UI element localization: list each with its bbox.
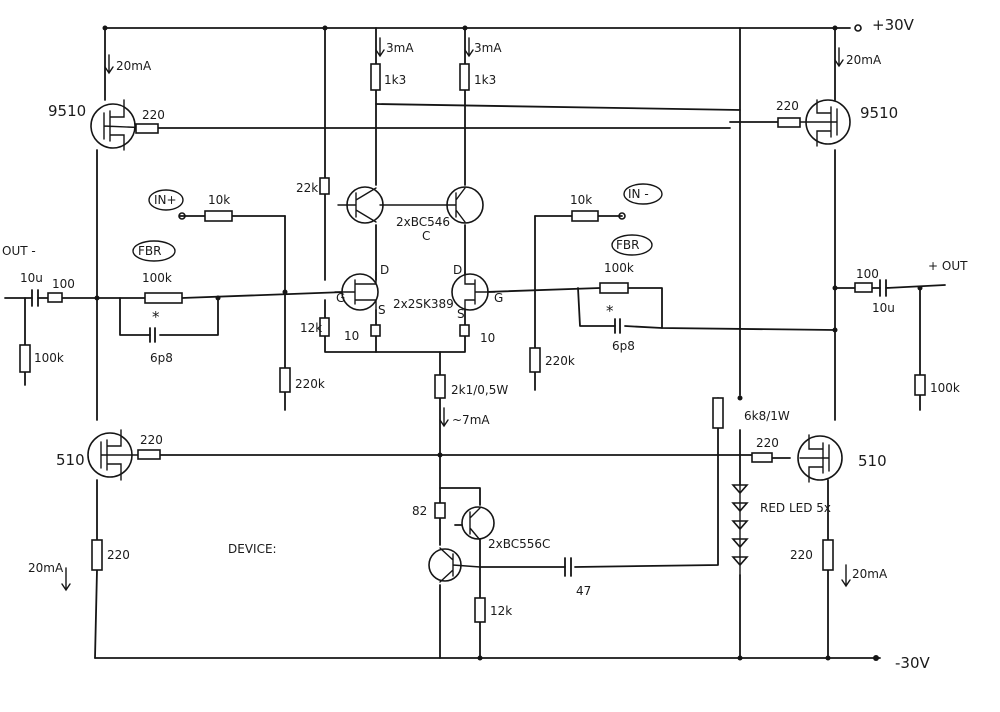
- capacitors: [31, 279, 887, 577]
- r-220k-left-label: 220k: [295, 377, 325, 391]
- r-12k-jfet-label: 12k: [300, 321, 322, 335]
- jfet-left-s: S: [378, 303, 386, 317]
- c-10u-l-label: 10u: [20, 271, 43, 285]
- mosfet-bottom-left: [87, 429, 141, 481]
- fbr-left-label: FBR: [138, 244, 161, 258]
- rail-neg-label: -30V: [895, 654, 930, 672]
- r-220k-right-label: 220k: [545, 354, 575, 368]
- r-220-src-r-label: 220: [790, 548, 813, 562]
- r-10-left-label: 10: [344, 329, 359, 343]
- text-labels: +30V -30V OUT - + OUT IN+ IN - FBR FBR D…: [2, 16, 968, 672]
- i-3ma-right-label: 3mA: [474, 41, 502, 55]
- r-220-gate-bl-label: 220: [140, 433, 163, 447]
- r-2k1-label: 2k1/0,5W: [451, 383, 508, 397]
- in-neg-label: IN -: [628, 187, 649, 201]
- c-10u-r-label: 10u: [872, 301, 895, 315]
- r-10k-in-neg-label: 10k: [570, 193, 592, 207]
- r-6k8-label: 6k8/1W: [744, 409, 790, 423]
- r-220-src-l-label: 220: [107, 548, 130, 562]
- fbr-right-label: FBR: [616, 238, 639, 252]
- r-100k-out-l-label: 100k: [34, 351, 64, 365]
- i-bl-label: 20mA: [28, 561, 64, 575]
- rail-terminals: [178, 24, 879, 661]
- r-100k-fb-left-label: 100k: [142, 271, 172, 285]
- trim-right-mark: *: [606, 302, 614, 320]
- r-1k3-left-label: 1k3: [384, 73, 406, 87]
- i-7ma-label: ~7mA: [452, 413, 490, 427]
- jfet-right-g: G: [494, 291, 503, 305]
- bjt-pair-label: 2xBC546: [396, 215, 450, 229]
- i-3ma-left-label: 3mA: [386, 41, 414, 55]
- c-6p8-right-label: 6p8: [612, 339, 635, 353]
- mosfet-bl-label: 510: [56, 451, 85, 469]
- device-label: DEVICE:: [228, 542, 277, 556]
- bjt-bottom-pair-label: 2xBC556C: [488, 537, 550, 551]
- r-12k-bottom-label: 12k: [490, 604, 512, 618]
- jfet-right-d: D: [453, 263, 462, 277]
- mosfet-bottom-right: [797, 434, 843, 483]
- c-47-label: 47: [576, 584, 591, 598]
- in-pos-label: IN+: [154, 193, 177, 207]
- mosfet-br-label: 510: [858, 452, 887, 470]
- r-100-out-r-label: 100: [856, 267, 879, 281]
- trim-left-mark: *: [152, 308, 160, 326]
- mosfet-tr-label: 9510: [860, 104, 898, 122]
- r-22k-label: 22k: [296, 181, 318, 195]
- c-6p8-left-label: 6p8: [150, 351, 173, 365]
- bjt-bottom-right: [461, 506, 495, 541]
- r-10k-in-pos-label: 10k: [208, 193, 230, 207]
- resistors: [19, 63, 926, 623]
- r-10-right-label: 10: [480, 331, 495, 345]
- jfet-left-g: G: [336, 291, 345, 305]
- r-100-out-l-label: 100: [52, 277, 75, 291]
- jfet-left-d: D: [380, 263, 389, 277]
- bjt-bottom-left: [428, 547, 481, 583]
- r-82-label: 82: [412, 504, 427, 518]
- jfet-right-s: S: [457, 307, 465, 321]
- out-neg-label: OUT -: [2, 244, 36, 258]
- jfet-right: [451, 271, 496, 311]
- mosfet-top-right: [799, 99, 851, 147]
- label-frames: [132, 183, 663, 262]
- out-pos-label: + OUT: [928, 259, 968, 273]
- mosfet-top-left: [90, 99, 151, 151]
- r-220-gate-tr-label: 220: [776, 99, 799, 113]
- i-br-label: 20mA: [852, 567, 888, 581]
- rail-pos-label: +30V: [872, 16, 915, 34]
- jfet-left: [334, 271, 379, 311]
- current-arrows: [61, 37, 851, 592]
- i-tr-label: 20mA: [846, 53, 882, 67]
- bjt-top-right: [379, 186, 484, 224]
- r-100k-fb-right-label: 100k: [604, 261, 634, 275]
- jfet-pair-label: 2x2SK389: [393, 297, 454, 311]
- r-100k-out-r-label: 100k: [930, 381, 960, 395]
- bjt-top-left: [337, 186, 384, 224]
- mosfet-tl-label: 9510: [48, 102, 86, 120]
- led-string-label: RED LED 5x: [760, 501, 831, 515]
- r-220-gate-br-label: 220: [756, 436, 779, 450]
- r-1k3-right-label: 1k3: [474, 73, 496, 87]
- bjt-pair-suffix: C: [422, 229, 430, 243]
- wires: [4, 27, 946, 659]
- r-220-gate-tl-label: 220: [142, 108, 165, 122]
- led-string: [731, 484, 749, 576]
- junction-dots: [94, 25, 923, 661]
- i-tl-label: 20mA: [116, 59, 152, 73]
